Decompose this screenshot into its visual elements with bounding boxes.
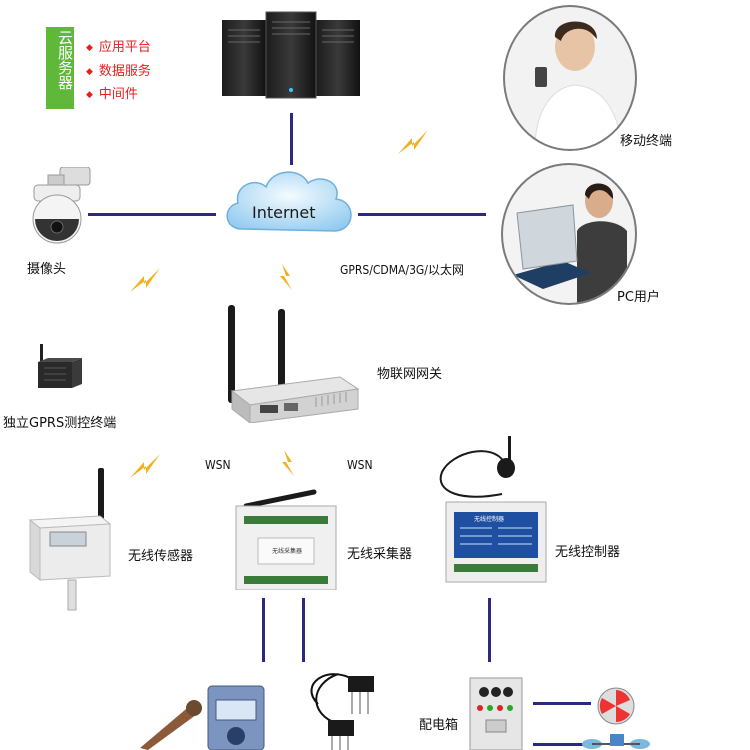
gprs-terminal-icon (38, 344, 82, 388)
wireless-signal-icon (130, 268, 160, 292)
pc-user-label: PC用户 (617, 290, 660, 305)
internet-label: Internet (252, 203, 316, 222)
iot-gateway-label: 物联网网关 (377, 367, 443, 382)
wireless-signal-icon (280, 264, 292, 290)
water-quality-meter-icon (207, 685, 265, 750)
collector-panel-text: 无线采集器 (272, 548, 303, 555)
link-box-fan (533, 702, 591, 705)
wireless-collector-label: 无线采集器 (347, 547, 413, 562)
probe-sensor-icon (140, 700, 202, 750)
server-rack-icon (222, 11, 360, 99)
wireless-sensor-label: 无线传感器 (128, 549, 194, 564)
wireless-signal-icon (398, 130, 428, 154)
camera-label: 摄像头 (27, 262, 67, 277)
link-collector-probe-2 (302, 598, 305, 662)
link-server-internet (290, 113, 293, 165)
service-middleware: 中间件 (86, 83, 138, 102)
wireless-signal-icon (282, 450, 294, 476)
link-box-aerator (533, 743, 591, 746)
iot-gateway-icon (228, 305, 360, 423)
mobile-terminal-label: 移动终端 (620, 134, 673, 149)
soil-sensor-icon (310, 673, 374, 750)
mobile-user-icon (534, 21, 624, 149)
aerator-icon (582, 734, 650, 749)
pc-user-photo (501, 163, 637, 305)
internet-cloud-icon (226, 171, 352, 232)
wsn-label-right: WSN (347, 458, 373, 472)
service-app-platform: 应用平台 (86, 36, 151, 55)
link-controller-box (488, 598, 491, 662)
distribution-box-label: 配电箱 (419, 718, 459, 733)
link-collector-probe-1 (262, 598, 265, 662)
link-internet-pc (358, 213, 486, 216)
network-type-label: GPRS/CDMA/3G/以太网 (340, 263, 464, 277)
wireless-signal-icon (130, 454, 160, 478)
camera-icon (32, 167, 91, 244)
wireless-collector-icon (235, 489, 337, 590)
gprs-terminal-label: 独立GPRS测控终端 (3, 416, 117, 431)
exhaust-fan-icon (597, 687, 635, 725)
cloud-server-badge (46, 27, 74, 109)
wireless-sensor-icon (28, 468, 112, 611)
controller-panel-text: 无线控制器 (474, 516, 505, 523)
service-data: 数据服务 (86, 60, 151, 79)
link-camera-internet (88, 213, 216, 216)
cloud-server-title: 云服务器 (56, 30, 74, 90)
pc-user-icon (513, 183, 627, 303)
wireless-controller-label: 无线控制器 (555, 545, 621, 560)
wireless-controller-icon (439, 436, 547, 583)
distribution-box-icon (469, 677, 523, 750)
mobile-user-photo (503, 5, 637, 151)
wsn-label-left: WSN (205, 458, 231, 472)
